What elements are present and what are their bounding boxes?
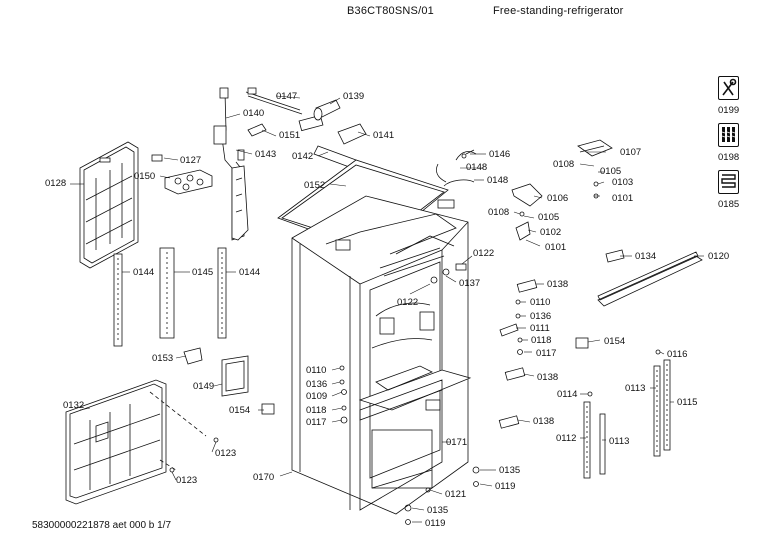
- icon-label: 0185: [718, 199, 740, 210]
- part-label[interactable]: 0121: [445, 489, 467, 500]
- coil-icon[interactable]: [718, 170, 739, 194]
- part-label[interactable]: 0110: [306, 365, 327, 376]
- part-label[interactable]: 0105: [538, 212, 560, 223]
- part-label[interactable]: 0118: [306, 405, 327, 416]
- part-label[interactable]: 0135: [427, 505, 449, 516]
- part-label[interactable]: 0123: [176, 475, 198, 486]
- part-label[interactable]: 0151: [279, 130, 301, 141]
- part-label[interactable]: 0153: [152, 353, 174, 364]
- part-label[interactable]: 0110: [530, 297, 551, 308]
- rail-0144-right: [217, 247, 227, 339]
- part-label[interactable]: 0113: [609, 436, 630, 447]
- part-label[interactable]: 0136: [530, 311, 552, 322]
- part-label[interactable]: 0118: [531, 335, 552, 346]
- part-label[interactable]: 0170: [253, 472, 275, 483]
- part-label[interactable]: 0142: [292, 151, 314, 162]
- part-label[interactable]: 0108: [553, 159, 575, 170]
- part-label[interactable]: 0113: [625, 383, 646, 394]
- part-label[interactable]: 0107: [620, 147, 642, 158]
- part-label[interactable]: 0111: [530, 323, 550, 334]
- part-label[interactable]: 0109: [306, 391, 328, 402]
- part-label[interactable]: 0119: [425, 518, 446, 529]
- part-label[interactable]: 0116: [667, 349, 688, 360]
- part-label[interactable]: 0154: [604, 336, 626, 347]
- appliance-type: Free-standing-refrigerator: [493, 5, 624, 17]
- icon-label: 0199: [718, 105, 740, 116]
- part-label[interactable]: 0138: [533, 416, 555, 427]
- part-label[interactable]: 0144: [133, 267, 155, 278]
- part-label[interactable]: 0138: [547, 279, 569, 290]
- part-label[interactable]: 0101: [545, 242, 567, 253]
- part-label[interactable]: 0127: [180, 155, 202, 166]
- part-label[interactable]: 0115: [677, 397, 698, 408]
- part-label[interactable]: 0106: [547, 193, 569, 204]
- part-label[interactable]: 0101: [612, 193, 634, 204]
- part-label[interactable]: 0114: [557, 389, 578, 400]
- part-label[interactable]: 0143: [255, 149, 277, 160]
- part-label[interactable]: 0148: [466, 162, 488, 173]
- part-label[interactable]: 0148: [487, 175, 509, 186]
- part-label[interactable]: 0152: [304, 180, 326, 191]
- part-label[interactable]: 0122: [473, 248, 495, 259]
- part-label[interactable]: 0135: [499, 465, 521, 476]
- rail-0145: [159, 247, 175, 339]
- part-label[interactable]: 0146: [489, 149, 511, 160]
- bracket-0150: [164, 169, 213, 195]
- back-panel-0128: [79, 141, 139, 269]
- harness-0140: [213, 87, 249, 241]
- part-label[interactable]: 0140: [243, 108, 265, 119]
- part-label[interactable]: 0134: [635, 251, 657, 262]
- wrench-screwdriver-icon[interactable]: [718, 76, 739, 100]
- icon-label: 0198: [718, 152, 740, 163]
- part-label[interactable]: 0145: [192, 267, 214, 278]
- part-label[interactable]: 0120: [708, 251, 730, 262]
- cabinet-body: [291, 195, 472, 515]
- part-label[interactable]: 0149: [193, 381, 215, 392]
- model-number: B36CT80SNS/01: [347, 5, 434, 17]
- part-label[interactable]: 0138: [537, 372, 559, 383]
- part-label[interactable]: 0132: [63, 400, 85, 411]
- part-label[interactable]: 0154: [229, 405, 251, 416]
- part-label[interactable]: 0103: [612, 177, 634, 188]
- part-label[interactable]: 0123: [215, 448, 237, 459]
- part-label[interactable]: 0112: [556, 433, 577, 444]
- part-label[interactable]: 0102: [540, 227, 562, 238]
- part-label[interactable]: 0147: [276, 91, 298, 102]
- rail-0144-left: [113, 253, 123, 347]
- part-label[interactable]: 0105: [600, 166, 622, 177]
- document-code: 58300000221878 aet 000 b 1/7: [32, 520, 172, 531]
- part-label[interactable]: 0136: [306, 379, 328, 390]
- part-label[interactable]: 0117: [306, 417, 327, 428]
- part-label[interactable]: 0128: [45, 178, 67, 189]
- part-label[interactable]: 0122: [397, 297, 419, 308]
- part-label[interactable]: 0139: [343, 91, 365, 102]
- part-label[interactable]: 0137: [459, 278, 481, 289]
- part-label[interactable]: 0141: [373, 130, 395, 141]
- part-label[interactable]: 0171: [446, 437, 468, 448]
- part-label[interactable]: 0150: [134, 171, 156, 182]
- part-label[interactable]: 0117: [536, 348, 557, 359]
- part-label[interactable]: 0144: [239, 267, 261, 278]
- part-label[interactable]: 0108: [488, 207, 510, 218]
- screws-icon[interactable]: [718, 123, 739, 147]
- part-label[interactable]: 0119: [495, 481, 516, 492]
